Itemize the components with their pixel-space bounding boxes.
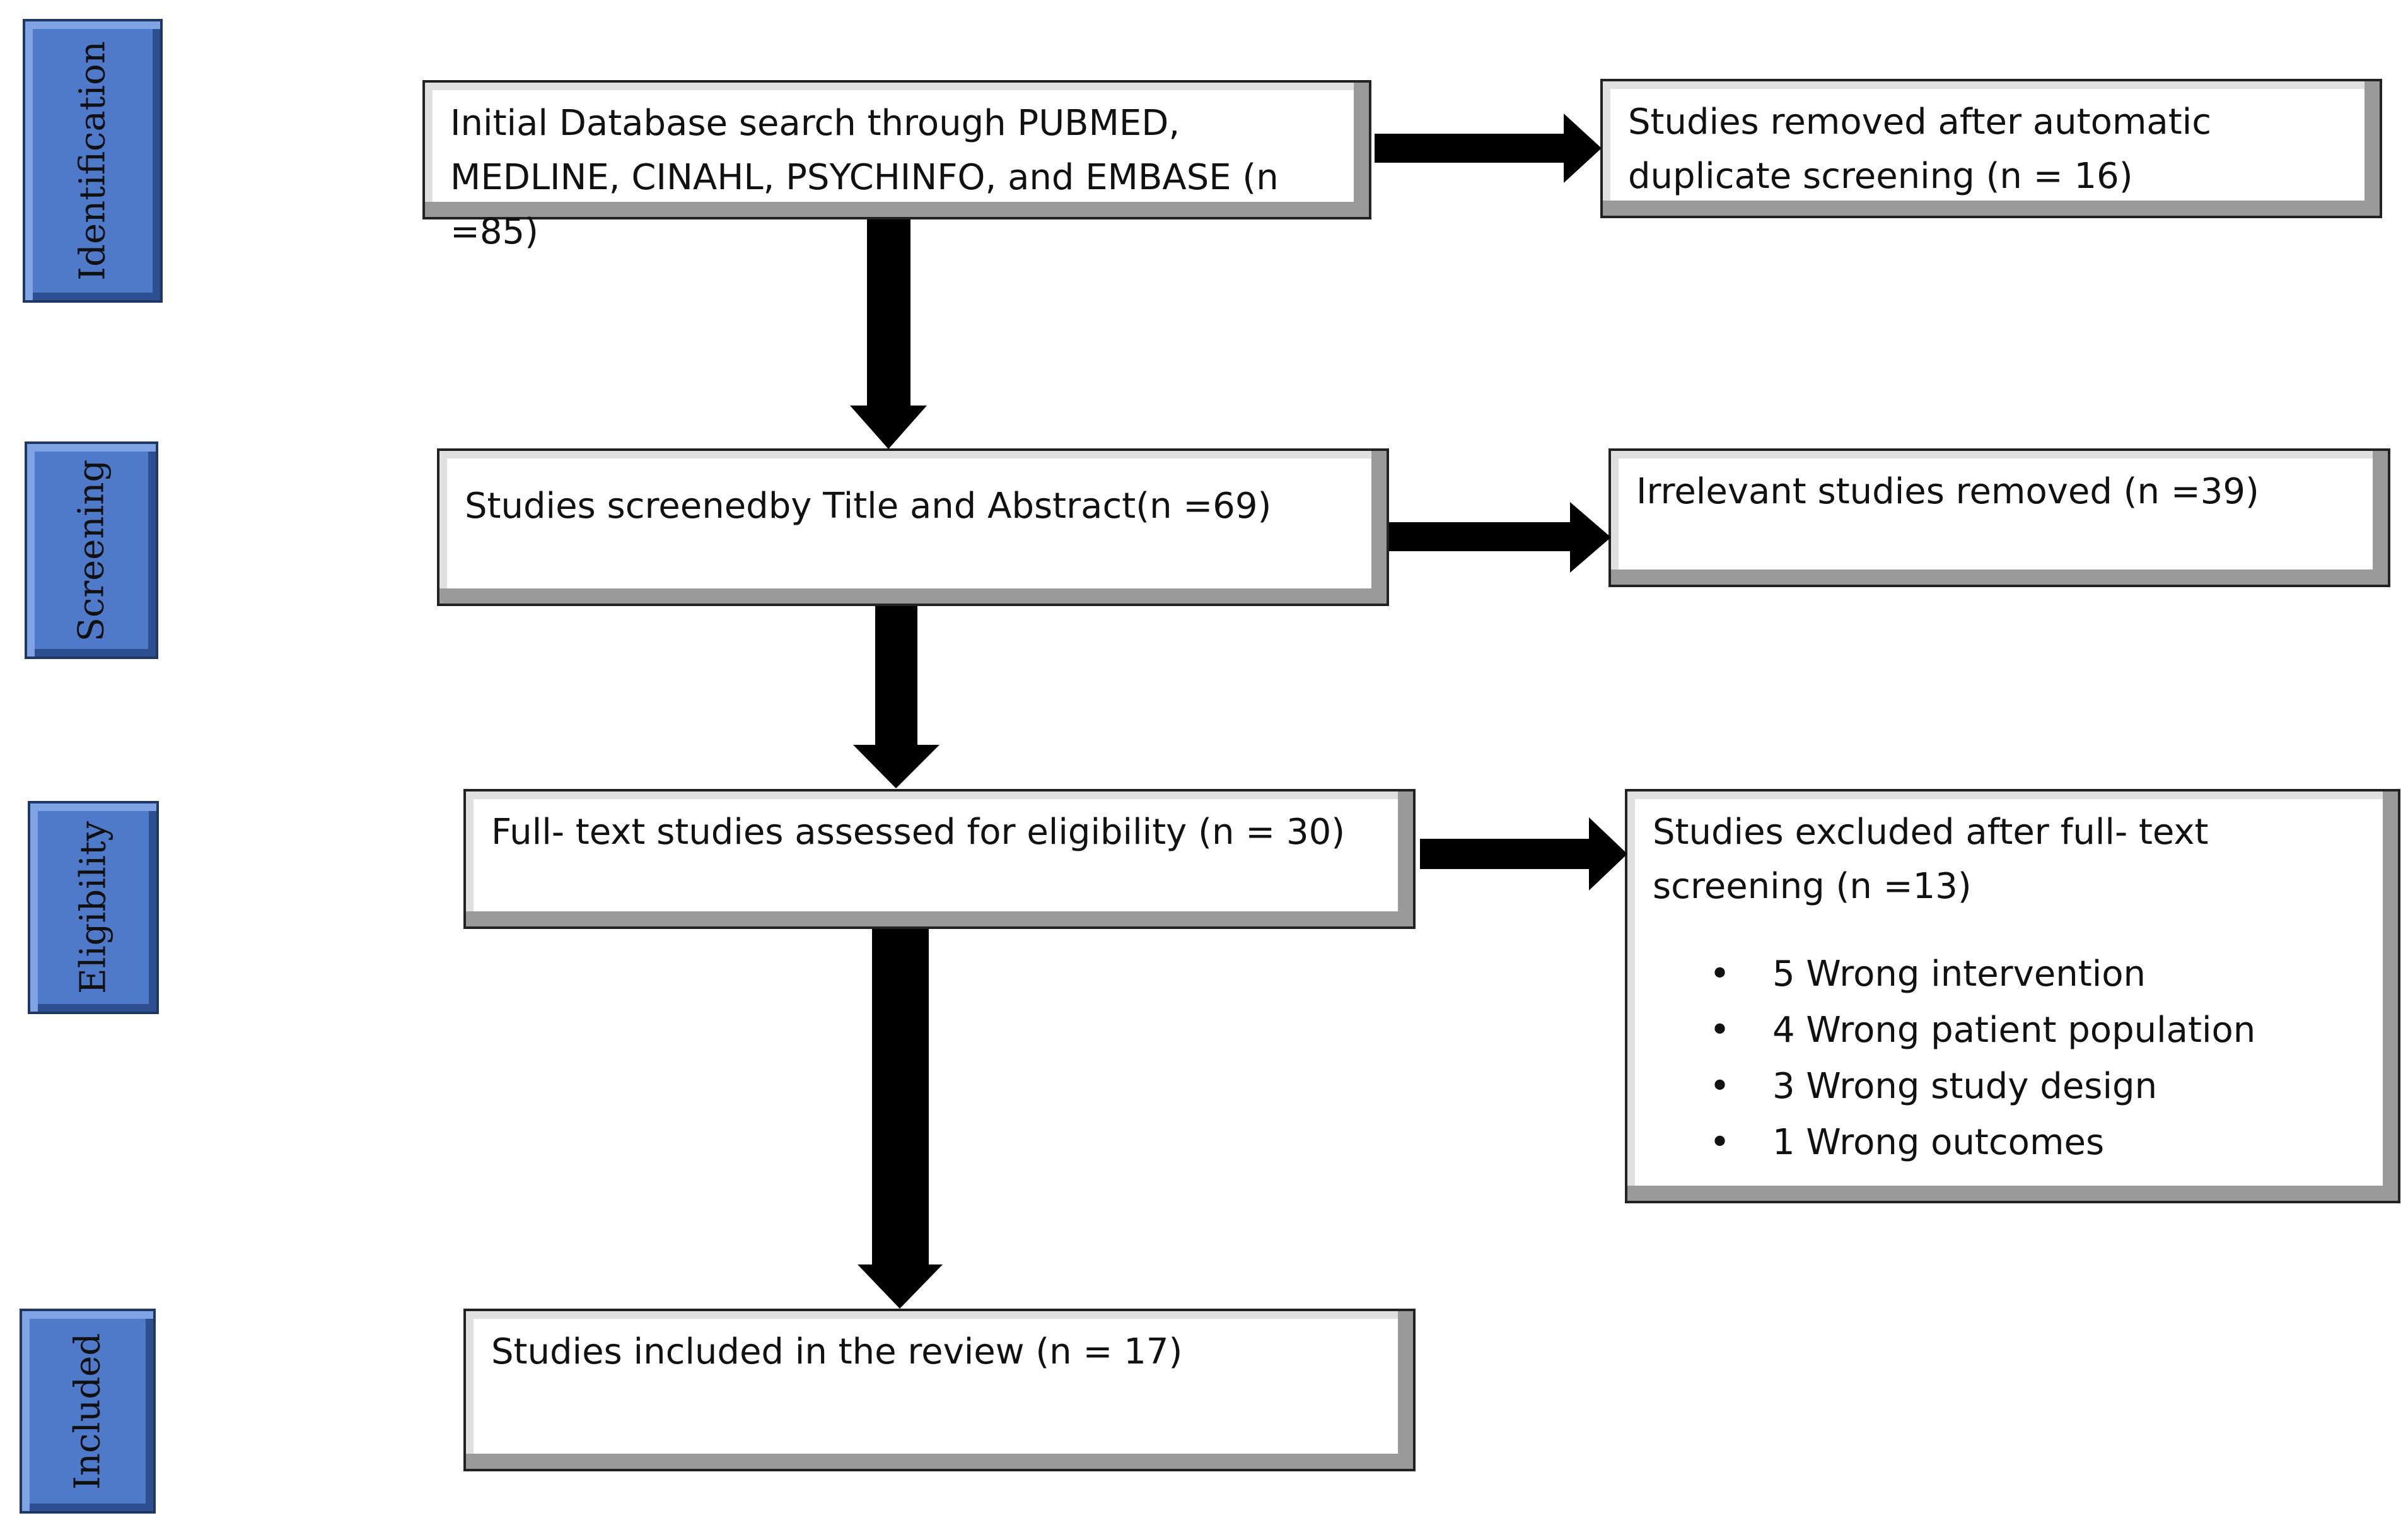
stage-label-screening: Screening	[25, 441, 158, 659]
database-search-box: Initial Database search through PUBMED, …	[422, 80, 1371, 252]
stage-label-identification: Identification	[23, 19, 163, 303]
bullet-icon: •	[1709, 1010, 1731, 1051]
full-text-excluded-box: Studies excluded after full- text screen…	[1625, 789, 2400, 1203]
bullet-icon: •	[1709, 1066, 1731, 1107]
list-item: •4 Wrong patient population	[1709, 1002, 2360, 1058]
arrow-right-icon	[1420, 817, 1627, 891]
irrelevant-removed-box: Irrelevant studies removed (n =39)	[1608, 448, 2390, 587]
list-item: •3 Wrong study design	[1709, 1058, 2360, 1114]
title-abstract-screened-box: Studies screenedby Title and Abstract(n …	[437, 448, 1389, 606]
title-abstract-screened-text: Studies screenedby Title and Abstract(n …	[465, 486, 1272, 527]
bullet-icon: •	[1709, 1122, 1731, 1163]
arrow-right-icon	[1375, 114, 1602, 183]
duplicates-removed-box: Studies removed after automatic duplicat…	[1600, 79, 2382, 218]
irrelevant-removed-text: Irrelevant studies removed (n =39)	[1636, 471, 2259, 512]
full-text-assessed-text: Full- text studies assessed for eligibil…	[491, 812, 1346, 853]
arrow-down-icon	[853, 606, 939, 788]
arrow-right-icon	[1389, 502, 1611, 573]
arrow-down-icon	[850, 219, 927, 449]
list-item: •1 Wrong outcomes	[1709, 1114, 2360, 1171]
stage-label-eligibility: Eligibility	[28, 801, 159, 1014]
bullet-icon: •	[1709, 954, 1731, 995]
included-text: Studies included in the review (n = 17)	[491, 1331, 1183, 1372]
list-item: •5 Wrong intervention	[1709, 946, 2360, 1002]
exclusion-reasons-list: •5 Wrong intervention •4 Wrong patient p…	[1709, 946, 2360, 1171]
duplicates-removed-text: Studies removed after automatic duplicat…	[1628, 102, 2212, 197]
database-search-text: Initial Database search through PUBMED, …	[450, 103, 1279, 252]
full-text-assessed-box: Full- text studies assessed for eligibil…	[463, 789, 1416, 929]
arrow-down-icon	[858, 929, 943, 1309]
stage-label-included: Included	[20, 1309, 156, 1514]
included-box: Studies included in the review (n = 17)	[463, 1309, 1416, 1471]
full-text-excluded-text: Studies excluded after full- text screen…	[1653, 812, 2209, 907]
